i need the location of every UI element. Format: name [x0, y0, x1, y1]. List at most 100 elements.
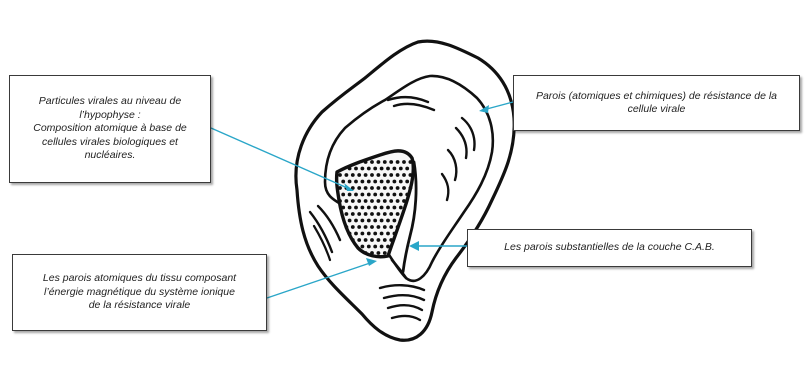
particle-dot [367, 245, 371, 249]
particle-dot [351, 212, 355, 216]
particle-dot [405, 193, 409, 197]
particle-dot [380, 219, 384, 223]
particle-dot [354, 167, 358, 171]
particle-dot [393, 180, 397, 184]
particle-dot [405, 180, 409, 184]
particle-dot [377, 238, 381, 242]
particle-dot [354, 193, 358, 197]
particle-dot [364, 173, 368, 177]
particle-dot [383, 225, 387, 229]
particle-dot [361, 193, 365, 197]
particle-dot [367, 193, 371, 197]
hatch-bottom-1 [380, 285, 424, 290]
particle-dot [373, 232, 377, 236]
particle-dot [351, 225, 355, 229]
particle-dot [345, 212, 349, 216]
particle-dot [351, 199, 355, 203]
particle-dot [357, 238, 361, 242]
particle-dot [354, 206, 358, 210]
particle-dot [380, 232, 384, 236]
particle-dot [351, 238, 355, 242]
particle-dot [383, 160, 387, 164]
particle-dot [361, 180, 365, 184]
particle-dot [383, 173, 387, 177]
particle-dot [357, 199, 361, 203]
callout-atomic-walls-text: Les parois atomiques du tissu composant … [43, 272, 236, 313]
particle-dot [373, 167, 377, 171]
particle-dot [348, 167, 352, 171]
particle-dot [370, 225, 374, 229]
particle-dot [367, 167, 371, 171]
particle-dot [383, 212, 387, 216]
particle-dot [364, 251, 368, 255]
particle-dot [361, 206, 365, 210]
particle-dot [348, 219, 352, 223]
particle-dot [386, 245, 390, 249]
particle-dot [367, 219, 371, 223]
particle-dot [383, 251, 387, 255]
particle-dot [348, 180, 352, 184]
particle-dot [367, 232, 371, 236]
particle-dot [396, 186, 400, 190]
hatch-right-3 [448, 150, 456, 180]
particle-dot [396, 225, 400, 229]
particle-dot [370, 160, 374, 164]
particle-dot [393, 219, 397, 223]
particle-dot [361, 219, 365, 223]
particle-dot [361, 245, 365, 249]
particle-dot [364, 212, 368, 216]
particle-dot [380, 206, 384, 210]
callout-resistance-walls-text: Parois (atomiques et chimiques) de résis… [536, 90, 777, 117]
particle-dot [409, 160, 413, 164]
particle-dot [386, 180, 390, 184]
particle-dot [373, 206, 377, 210]
particle-dot [383, 238, 387, 242]
particle-dot [348, 206, 352, 210]
hatch-right-4 [442, 174, 448, 200]
particle-dot [357, 225, 361, 229]
particle-dot [357, 173, 361, 177]
particle-dot [370, 186, 374, 190]
particle-dot [393, 167, 397, 171]
particle-dot [399, 167, 403, 171]
particle-dot [377, 199, 381, 203]
particle-dot [361, 167, 365, 171]
particle-dot [373, 219, 377, 223]
particle-dot [345, 199, 349, 203]
callout-viral-particles: Particules virales au niveau de l’hypoph… [9, 75, 211, 183]
particle-dot [373, 180, 377, 184]
particle-dot [354, 232, 358, 236]
hatch-bottom-4 [392, 316, 420, 320]
particle-dot [338, 173, 342, 177]
particle-dot [386, 206, 390, 210]
hatch-top-2 [394, 104, 434, 110]
particle-dot [386, 219, 390, 223]
particle-dot [370, 212, 374, 216]
callout-viral-particles-text: Particules virales au niveau de l’hypoph… [33, 95, 187, 163]
particle-dot [380, 245, 384, 249]
particle-dot [389, 173, 393, 177]
particle-dot [402, 173, 406, 177]
particle-dot [373, 193, 377, 197]
particle-dot [373, 245, 377, 249]
particle-dot [380, 167, 384, 171]
particle-dot [399, 206, 403, 210]
particle-dot [370, 199, 374, 203]
particle-dot [364, 199, 368, 203]
callout-substantial-walls-text: Les parois substantielles de la couche C… [504, 241, 715, 255]
leader-viral-particles [211, 128, 352, 190]
particle-dot [380, 193, 384, 197]
hatch-top-1 [388, 97, 428, 102]
particle-dot [370, 238, 374, 242]
callout-resistance-walls: Parois (atomiques et chimiques) de résis… [513, 75, 800, 131]
callout-substantial-walls: Les parois substantielles de la couche C… [467, 229, 752, 267]
particle-dot [348, 193, 352, 197]
particle-dot [377, 251, 381, 255]
particle-dot [405, 167, 409, 171]
particle-dot [396, 212, 400, 216]
particle-dot [367, 180, 371, 184]
particle-dot [383, 199, 387, 203]
hatch-right-1 [462, 118, 475, 150]
particle-dot [351, 173, 355, 177]
